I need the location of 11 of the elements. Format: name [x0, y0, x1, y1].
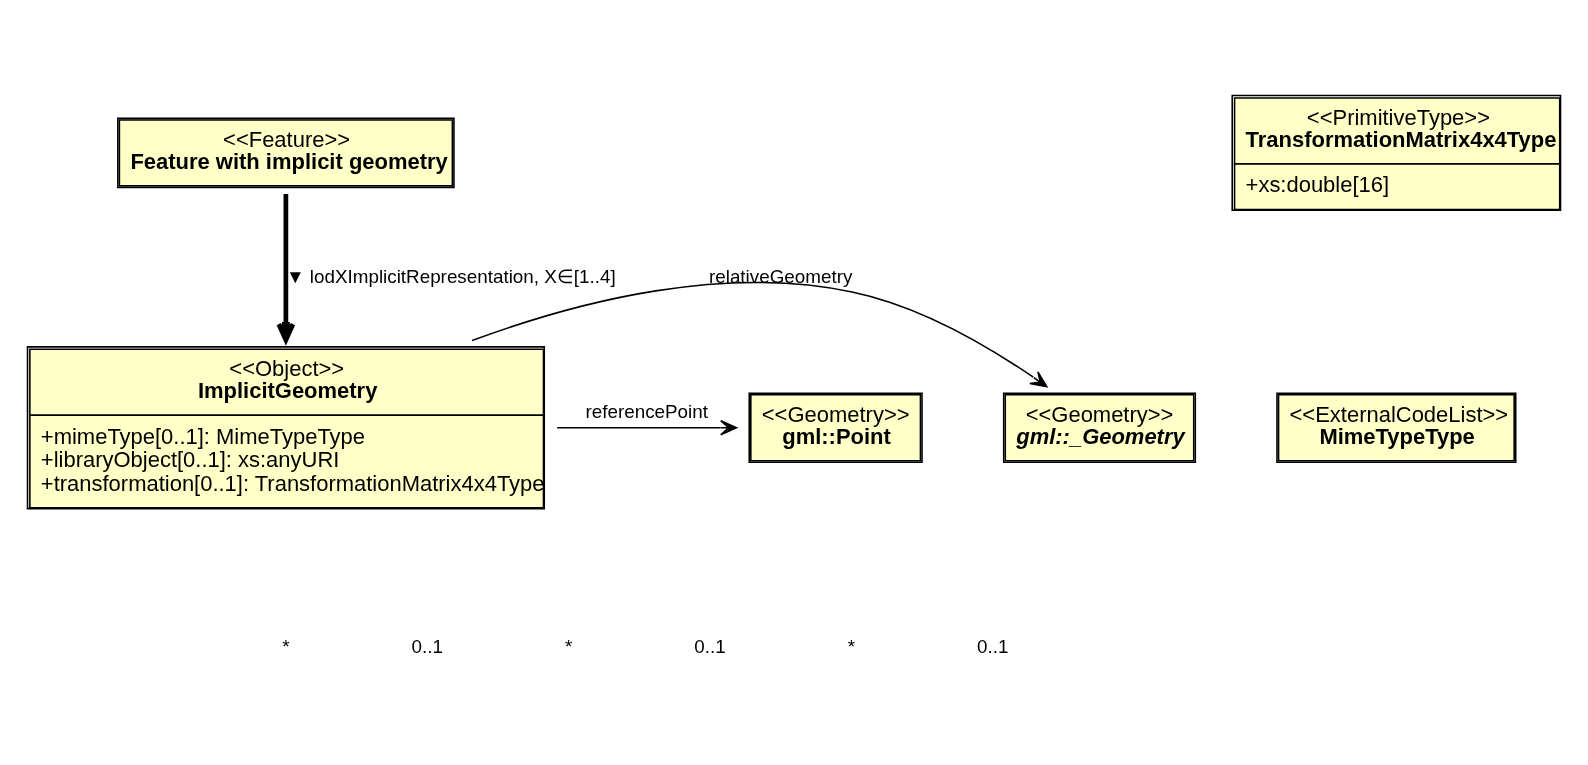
label: 0..1: [411, 635, 443, 657]
arrow: [471, 281, 1048, 387]
label: 0..1: [694, 635, 726, 657]
edge-label: referencePoint: [585, 400, 708, 422]
edge-label: ▼ lodXImplicitRepresentation, X∈[1..4]: [285, 265, 616, 287]
edge-label: relativeGeometry: [708, 265, 853, 287]
label: *: [847, 635, 855, 657]
arrow: [556, 419, 738, 436]
label: 0..1: [976, 635, 1009, 657]
label: *: [282, 635, 290, 657]
label: *: [564, 635, 573, 657]
